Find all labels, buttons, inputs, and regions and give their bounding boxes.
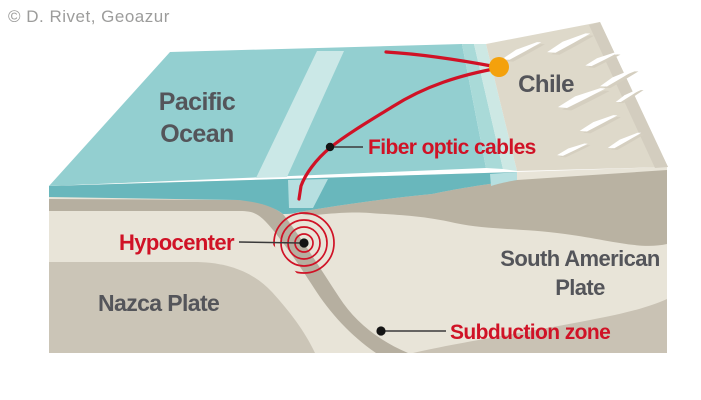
south-american-plate-lower-band [413, 299, 667, 353]
south-american-plate-label-line2: Plate [555, 275, 605, 300]
fiber-marker-dot [325, 142, 335, 152]
coastal-shallows-inner [474, 44, 517, 171]
coastal-water-front [490, 172, 517, 186]
cable-landing-point [489, 57, 509, 77]
south-american-plate-label-line1: South American [500, 246, 660, 271]
water-front-stripe [288, 179, 328, 208]
hypocenter-leader-line [238, 241, 302, 244]
nazca-plate-deep-layer [49, 262, 315, 353]
subducting-slab [49, 199, 408, 353]
seismic-wave-arcs [273, 212, 335, 274]
continental-wedge-band [299, 170, 667, 246]
ocean-ridge-stripe [256, 51, 344, 178]
pacific-ocean-surface [49, 44, 486, 186]
copyright-text: © D. Rivet, Geoazur [8, 7, 170, 26]
hypocenter-marker-dot [299, 238, 309, 248]
pacific-ocean-label-line2: Ocean [160, 120, 233, 148]
fiber-optic-cables-label: Fiber optic cables [368, 136, 536, 159]
chile-label: Chile [518, 71, 574, 98]
nazca-plate-label: Nazca Plate [98, 290, 219, 316]
subduction-marker-dot [376, 326, 386, 336]
pacific-ocean-label-line1: Pacific [159, 88, 236, 116]
hypocenter-label: Hypocenter [119, 230, 235, 255]
subduction-zone-label: Subduction zone [450, 321, 610, 344]
ocean-water-front-face [49, 172, 517, 214]
fiber-cable-south [297, 66, 501, 201]
fiber-cable-north [384, 50, 499, 69]
